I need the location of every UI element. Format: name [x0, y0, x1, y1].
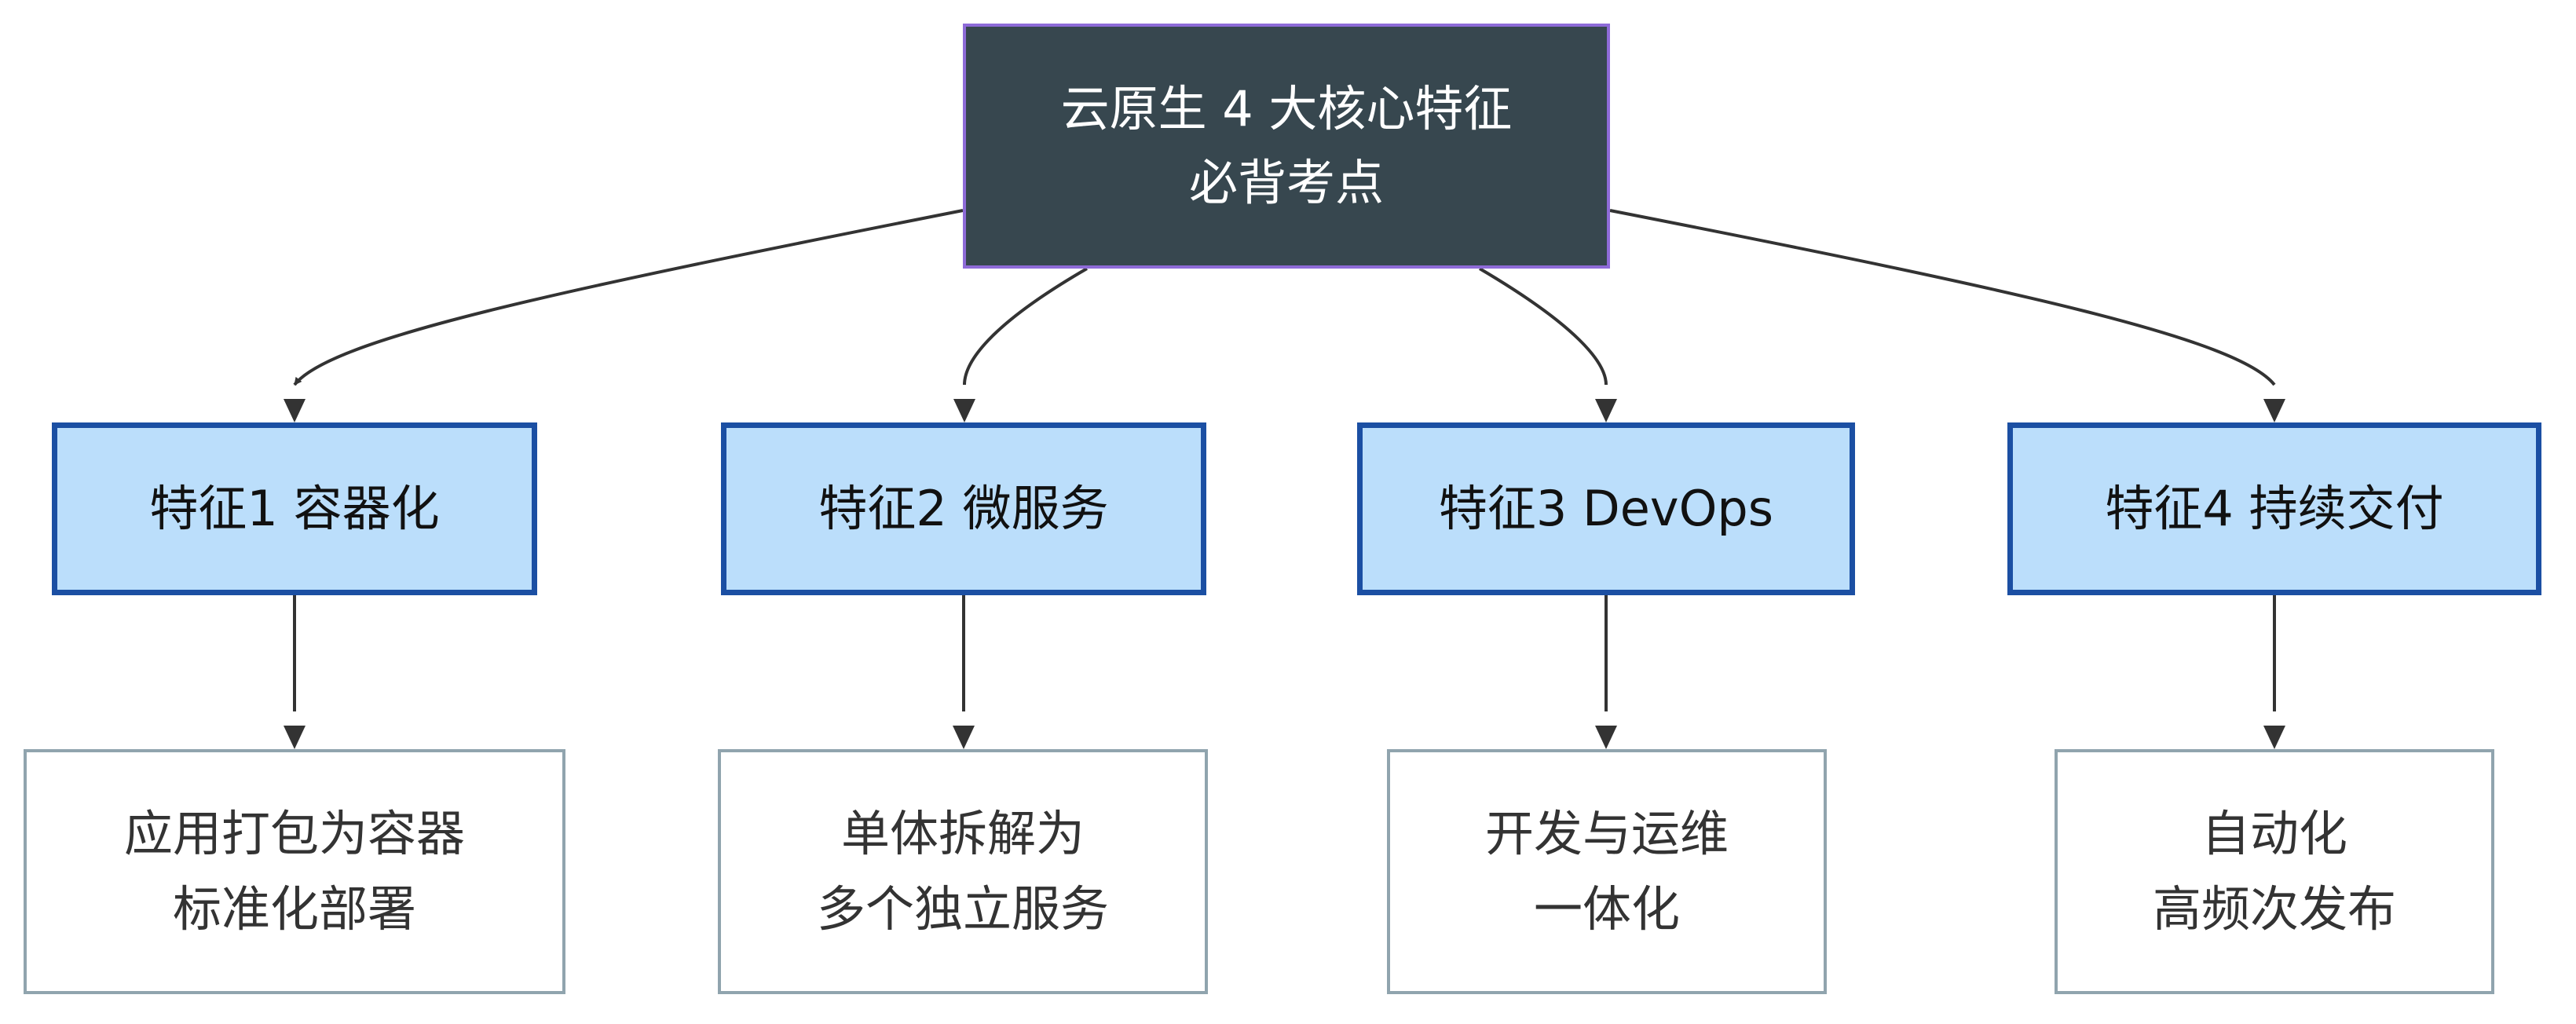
feature-node-4: 特征4 持续交付 — [2007, 422, 2541, 595]
root-node: 云原生 4 大核心特征 必背考点 — [963, 24, 1610, 269]
feature-4-label: 特征4 持续交付 — [2105, 480, 2444, 537]
detail-4-line-1: 自动化 — [2201, 805, 2347, 862]
arrowhead-feature-3 — [1595, 399, 1617, 422]
root-title: 云原生 4 大核心特征 — [1060, 80, 1513, 137]
detail-3-line-2: 一体化 — [1533, 880, 1680, 938]
arrowhead-detail-3 — [1595, 726, 1617, 749]
arrowhead-detail-2 — [953, 726, 975, 749]
connector-root-to-feature-1 — [293, 209, 964, 386]
detail-2-line-1: 单体拆解为 — [840, 805, 1085, 862]
connector-root-to-feature-2 — [963, 267, 1089, 386]
arrowhead-detail-4 — [2263, 726, 2285, 749]
arrowhead-feature-1 — [284, 399, 306, 422]
feature-1-label: 特征1 容器化 — [149, 480, 440, 537]
arrowhead-feature-4 — [2263, 399, 2285, 422]
feature-3-label: 特征3 DevOps — [1438, 480, 1774, 537]
feature-node-2: 特征2 微服务 — [721, 422, 1206, 595]
feature-node-1: 特征1 容器化 — [52, 422, 537, 595]
connector-root-to-feature-4 — [1609, 209, 2276, 386]
feature-2-label: 特征2 微服务 — [818, 480, 1109, 537]
detail-1-line-1: 应用打包为容器 — [123, 805, 465, 862]
detail-3-line-1: 开发与运维 — [1484, 805, 1729, 862]
detail-2-line-2: 多个独立服务 — [816, 880, 1109, 938]
arrowhead-detail-1 — [284, 726, 306, 749]
detail-1-line-2: 标准化部署 — [172, 880, 416, 938]
detail-node-4: 自动化 高频次发布 — [2055, 749, 2494, 994]
root-subtitle: 必背考点 — [1188, 154, 1384, 211]
detail-node-3: 开发与运维 一体化 — [1387, 749, 1827, 994]
feature-node-3: 特征3 DevOps — [1357, 422, 1855, 595]
detail-4-line-2: 高频次发布 — [2152, 880, 2396, 938]
arrowhead-feature-2 — [953, 399, 975, 422]
detail-node-1: 应用打包为容器 标准化部署 — [24, 749, 565, 994]
detail-node-2: 单体拆解为 多个独立服务 — [718, 749, 1208, 994]
connector-root-to-feature-3 — [1478, 267, 1608, 386]
